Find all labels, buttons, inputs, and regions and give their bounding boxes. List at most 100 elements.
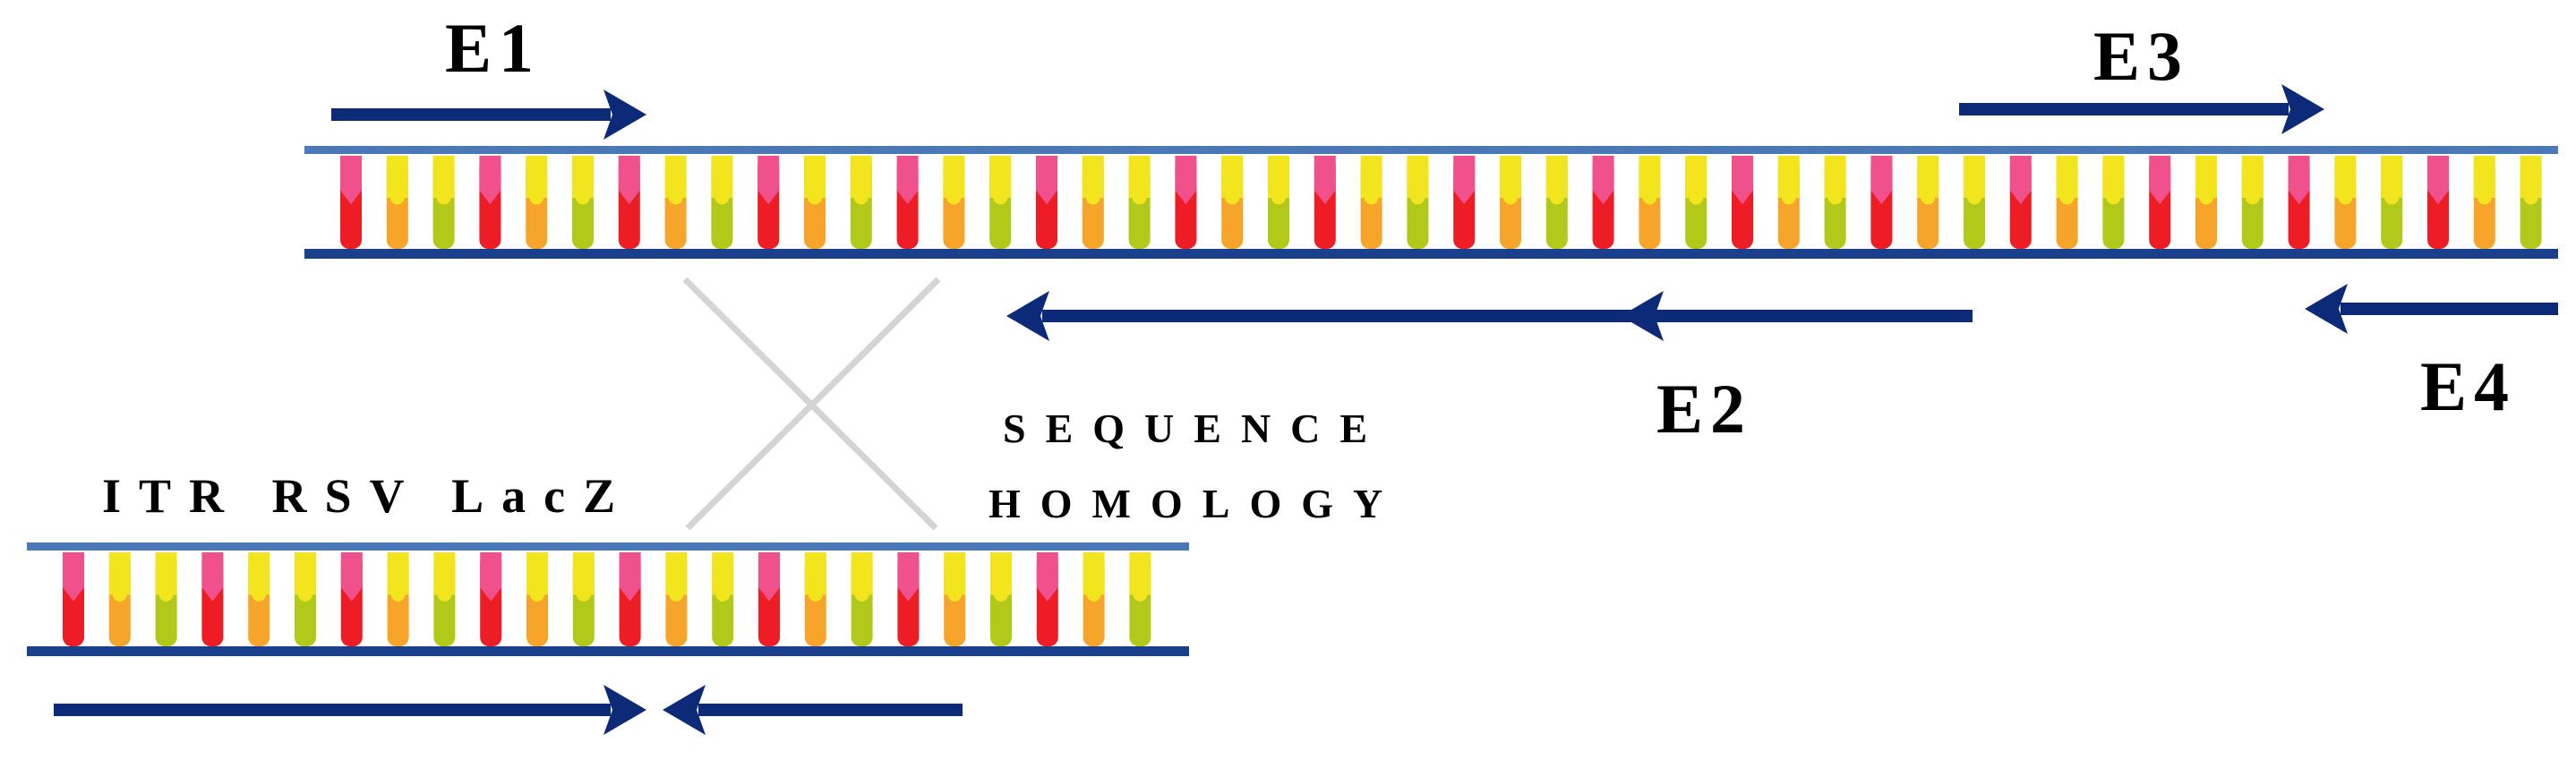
base-pair (943, 156, 965, 249)
base-upper (1870, 156, 1893, 205)
base-pair (804, 156, 826, 249)
base-knob (2384, 190, 2400, 205)
base-knob (946, 190, 962, 205)
base-pair (386, 156, 408, 249)
base-pair (1732, 156, 1753, 249)
base-pair (2102, 156, 2125, 249)
base-knob (390, 586, 406, 602)
homology-crossover (682, 277, 941, 531)
base-pair (2149, 156, 2171, 249)
base-pair (618, 156, 640, 249)
primer-e4-arrow (2305, 284, 2558, 334)
base-knob (1085, 190, 1100, 205)
base-pair (1917, 156, 1939, 249)
base-knob (993, 190, 1008, 205)
primer-e1-arrow (331, 90, 646, 140)
base-knob (1549, 190, 1564, 205)
base-pair (2473, 156, 2495, 249)
base-knob (576, 190, 590, 205)
base-pair (1777, 156, 1800, 249)
base-knob (2199, 190, 2213, 205)
label-homology: HOMOLOGY (988, 481, 1403, 526)
base-pair (1685, 156, 1707, 249)
base-pair (758, 552, 780, 646)
base-knob (2477, 190, 2492, 205)
base-upper (63, 552, 84, 602)
base-pair (201, 552, 224, 646)
base-upper (2009, 156, 2032, 205)
base-upper (340, 156, 362, 205)
base-pair (1545, 156, 1568, 249)
base-pair (1221, 156, 1244, 249)
base-knob (436, 190, 451, 205)
base-upper (1592, 156, 1614, 205)
base-knob (715, 586, 731, 602)
primer-arrows (54, 84, 2558, 735)
base-pair (1870, 156, 1893, 249)
label-cassette: ITR RSV LacZ (102, 469, 634, 523)
arrow-shaft (2341, 303, 2558, 315)
base-pair (1036, 552, 1058, 646)
base-pair (526, 156, 548, 249)
base-pair (2009, 156, 2032, 249)
base-pair (526, 552, 548, 646)
base-knob (2059, 190, 2075, 205)
base-knob (1827, 190, 1843, 205)
base-pair (2241, 156, 2264, 249)
base-pair (480, 552, 502, 646)
base-knob (1086, 586, 1101, 602)
base-knob (1410, 190, 1425, 205)
base-pair (108, 552, 131, 646)
base-pair (2056, 156, 2078, 249)
base-pair (664, 156, 687, 249)
base-pair (851, 552, 873, 646)
label-sequence: SEQUENCE (1003, 406, 1388, 451)
base-knob (854, 586, 869, 602)
base-knob (1689, 190, 1704, 205)
base-pair (340, 552, 363, 646)
arrow-shaft (331, 108, 611, 121)
base-upper (479, 156, 501, 205)
base-pair (1314, 156, 1336, 249)
base-pair (295, 552, 316, 646)
base-knob (715, 190, 730, 205)
label-e1: E1 (445, 9, 542, 87)
arrow-head (663, 685, 706, 735)
arrow-head (2305, 284, 2348, 334)
base-upper (1036, 552, 1058, 602)
base-pair (665, 552, 688, 646)
base-knob (1133, 586, 1148, 602)
base-upper (340, 552, 363, 602)
base-upper (2427, 156, 2449, 205)
base-pair (2334, 156, 2357, 249)
base-knob (808, 190, 822, 205)
base-pair (897, 552, 920, 646)
base-pair (757, 156, 780, 249)
base-knob (1642, 190, 1657, 205)
base-pair (248, 552, 270, 646)
base-knob (389, 190, 405, 205)
base-knob (1364, 190, 1379, 205)
base-pair (2520, 156, 2542, 249)
base-knob (1132, 190, 1147, 205)
base-pair (619, 552, 641, 646)
base-pair (1175, 156, 1197, 249)
backbone-bottom (304, 249, 2558, 259)
arrow-head (2281, 84, 2324, 134)
base-upper (1175, 156, 1197, 205)
base-upper (2149, 156, 2171, 205)
base-upper (1732, 156, 1753, 205)
base-pair (1407, 156, 1429, 249)
base-knob (668, 190, 683, 205)
base-pair (1129, 552, 1151, 646)
cassette-right-arrow (54, 685, 646, 735)
base-knob (994, 586, 1008, 602)
base-pair (1036, 156, 1057, 249)
base-knob (808, 586, 823, 602)
base-knob (1967, 190, 1981, 205)
backbone-top (27, 542, 1189, 551)
base-upper (201, 552, 224, 602)
base-upper (1036, 156, 1057, 205)
base-upper (757, 156, 780, 205)
